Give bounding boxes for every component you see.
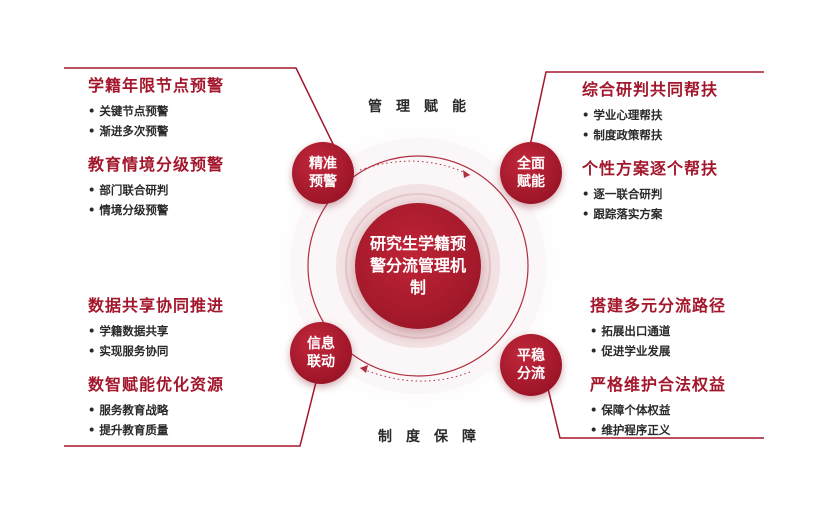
group-title: 综合研判共同帮扶 [582, 80, 719, 99]
bullet-list: 部门联合研判情境分级预警 [88, 180, 288, 220]
panel-bottom-right: 搭建多元分流路径拓展出口通道促进学业发展严格维护合法权益保障个体权益维护程序正义 [590, 296, 790, 454]
node-stable-diversion: 平稳分流 [500, 334, 562, 396]
group-title: 严格维护合法权益 [590, 375, 727, 394]
node-label: 精准预警 [309, 156, 337, 190]
group-title: 数智赋能优化资源 [88, 375, 225, 394]
node-label: 全面赋能 [517, 156, 545, 190]
panel-top-right: 综合研判共同帮扶学业心理帮扶制度政策帮扶个性方案逐个帮扶逐一联合研判跟踪落实方案 [582, 80, 782, 238]
bullet-list: 关键节点预警渐进多次预警 [88, 101, 288, 141]
list-item: 实现服务协同 [88, 341, 288, 361]
group-title: 搭建多元分流路径 [590, 296, 727, 315]
connector-bottom-left [64, 373, 319, 447]
node-information-linkage: 信息联动 [290, 322, 352, 384]
list-item: 维护程序正义 [590, 420, 790, 440]
panel-group: 数据共享协同推进学籍数据共享实现服务协同 [88, 296, 288, 361]
list-item: 保障个体权益 [590, 400, 790, 420]
bullet-list: 学籍数据共享实现服务协同 [88, 321, 288, 361]
list-item: 促进学业发展 [590, 341, 790, 361]
panel-bottom-left: 数据共享协同推进学籍数据共享实现服务协同数智赋能优化资源服务教育战略提升教育质量 [88, 296, 288, 454]
list-item: 学籍数据共享 [88, 321, 288, 341]
group-title: 学籍年限节点预警 [88, 76, 225, 95]
list-item: 逐一联合研判 [582, 184, 782, 204]
panel-group: 个性方案逐个帮扶逐一联合研判跟踪落实方案 [582, 159, 782, 224]
bullet-list: 拓展出口通道促进学业发展 [590, 321, 790, 361]
group-title: 个性方案逐个帮扶 [582, 159, 719, 178]
node-label: 平稳分流 [517, 348, 545, 382]
list-item: 部门联合研判 [88, 180, 288, 200]
panel-group: 学籍年限节点预警关键节点预警渐进多次预警 [88, 76, 288, 141]
center-title: 研究生学籍预警分流管理机制 [355, 203, 481, 329]
connector-top-left [64, 67, 335, 147]
orbit-arrowhead-bottom [360, 365, 368, 373]
node-precise-warning: 精准预警 [292, 142, 354, 204]
node-full-empowerment: 全面赋能 [500, 142, 562, 204]
panel-group: 教育情境分级预警部门联合研判情境分级预警 [88, 155, 288, 220]
panel-top-left: 学籍年限节点预警关键节点预警渐进多次预警教育情境分级预警部门联合研判情境分级预警 [88, 76, 288, 234]
list-item: 渐进多次预警 [88, 121, 288, 141]
list-item: 关键节点预警 [88, 101, 288, 121]
bullet-list: 保障个体权益维护程序正义 [590, 400, 790, 440]
bullet-list: 逐一联合研判跟踪落实方案 [582, 184, 782, 224]
list-item: 学业心理帮扶 [582, 105, 782, 125]
connector-top-right [529, 71, 764, 147]
orbit-ring [307, 155, 529, 377]
group-title: 教育情境分级预警 [88, 155, 225, 174]
list-item: 制度政策帮扶 [582, 125, 782, 145]
inner-ring-border [345, 193, 491, 339]
center-title-text: 研究生学籍预警分流管理机制 [369, 234, 466, 297]
group-title: 数据共享协同推进 [88, 296, 225, 315]
arc-label-top: 管理赋能 [368, 99, 480, 115]
orbit-arrow-bottom [359, 367, 471, 382]
node-label: 信息联动 [307, 336, 335, 370]
panel-group: 数智赋能优化资源服务教育战略提升教育质量 [88, 375, 288, 440]
list-item: 服务教育战略 [88, 400, 288, 420]
list-item: 跟踪落实方案 [582, 204, 782, 224]
panel-group: 综合研判共同帮扶学业心理帮扶制度政策帮扶 [582, 80, 782, 145]
panel-group: 搭建多元分流路径拓展出口通道促进学业发展 [590, 296, 790, 361]
list-item: 提升教育质量 [88, 420, 288, 440]
arc-label-bottom: 制度保障 [378, 429, 490, 445]
bullet-list: 学业心理帮扶制度政策帮扶 [582, 105, 782, 145]
list-item: 拓展出口通道 [590, 321, 790, 341]
panel-group: 严格维护合法权益保障个体权益维护程序正义 [590, 375, 790, 440]
orbit-arrowhead-top [463, 170, 470, 178]
bullet-list: 服务教育战略提升教育质量 [88, 400, 288, 440]
list-item: 情境分级预警 [88, 200, 288, 220]
